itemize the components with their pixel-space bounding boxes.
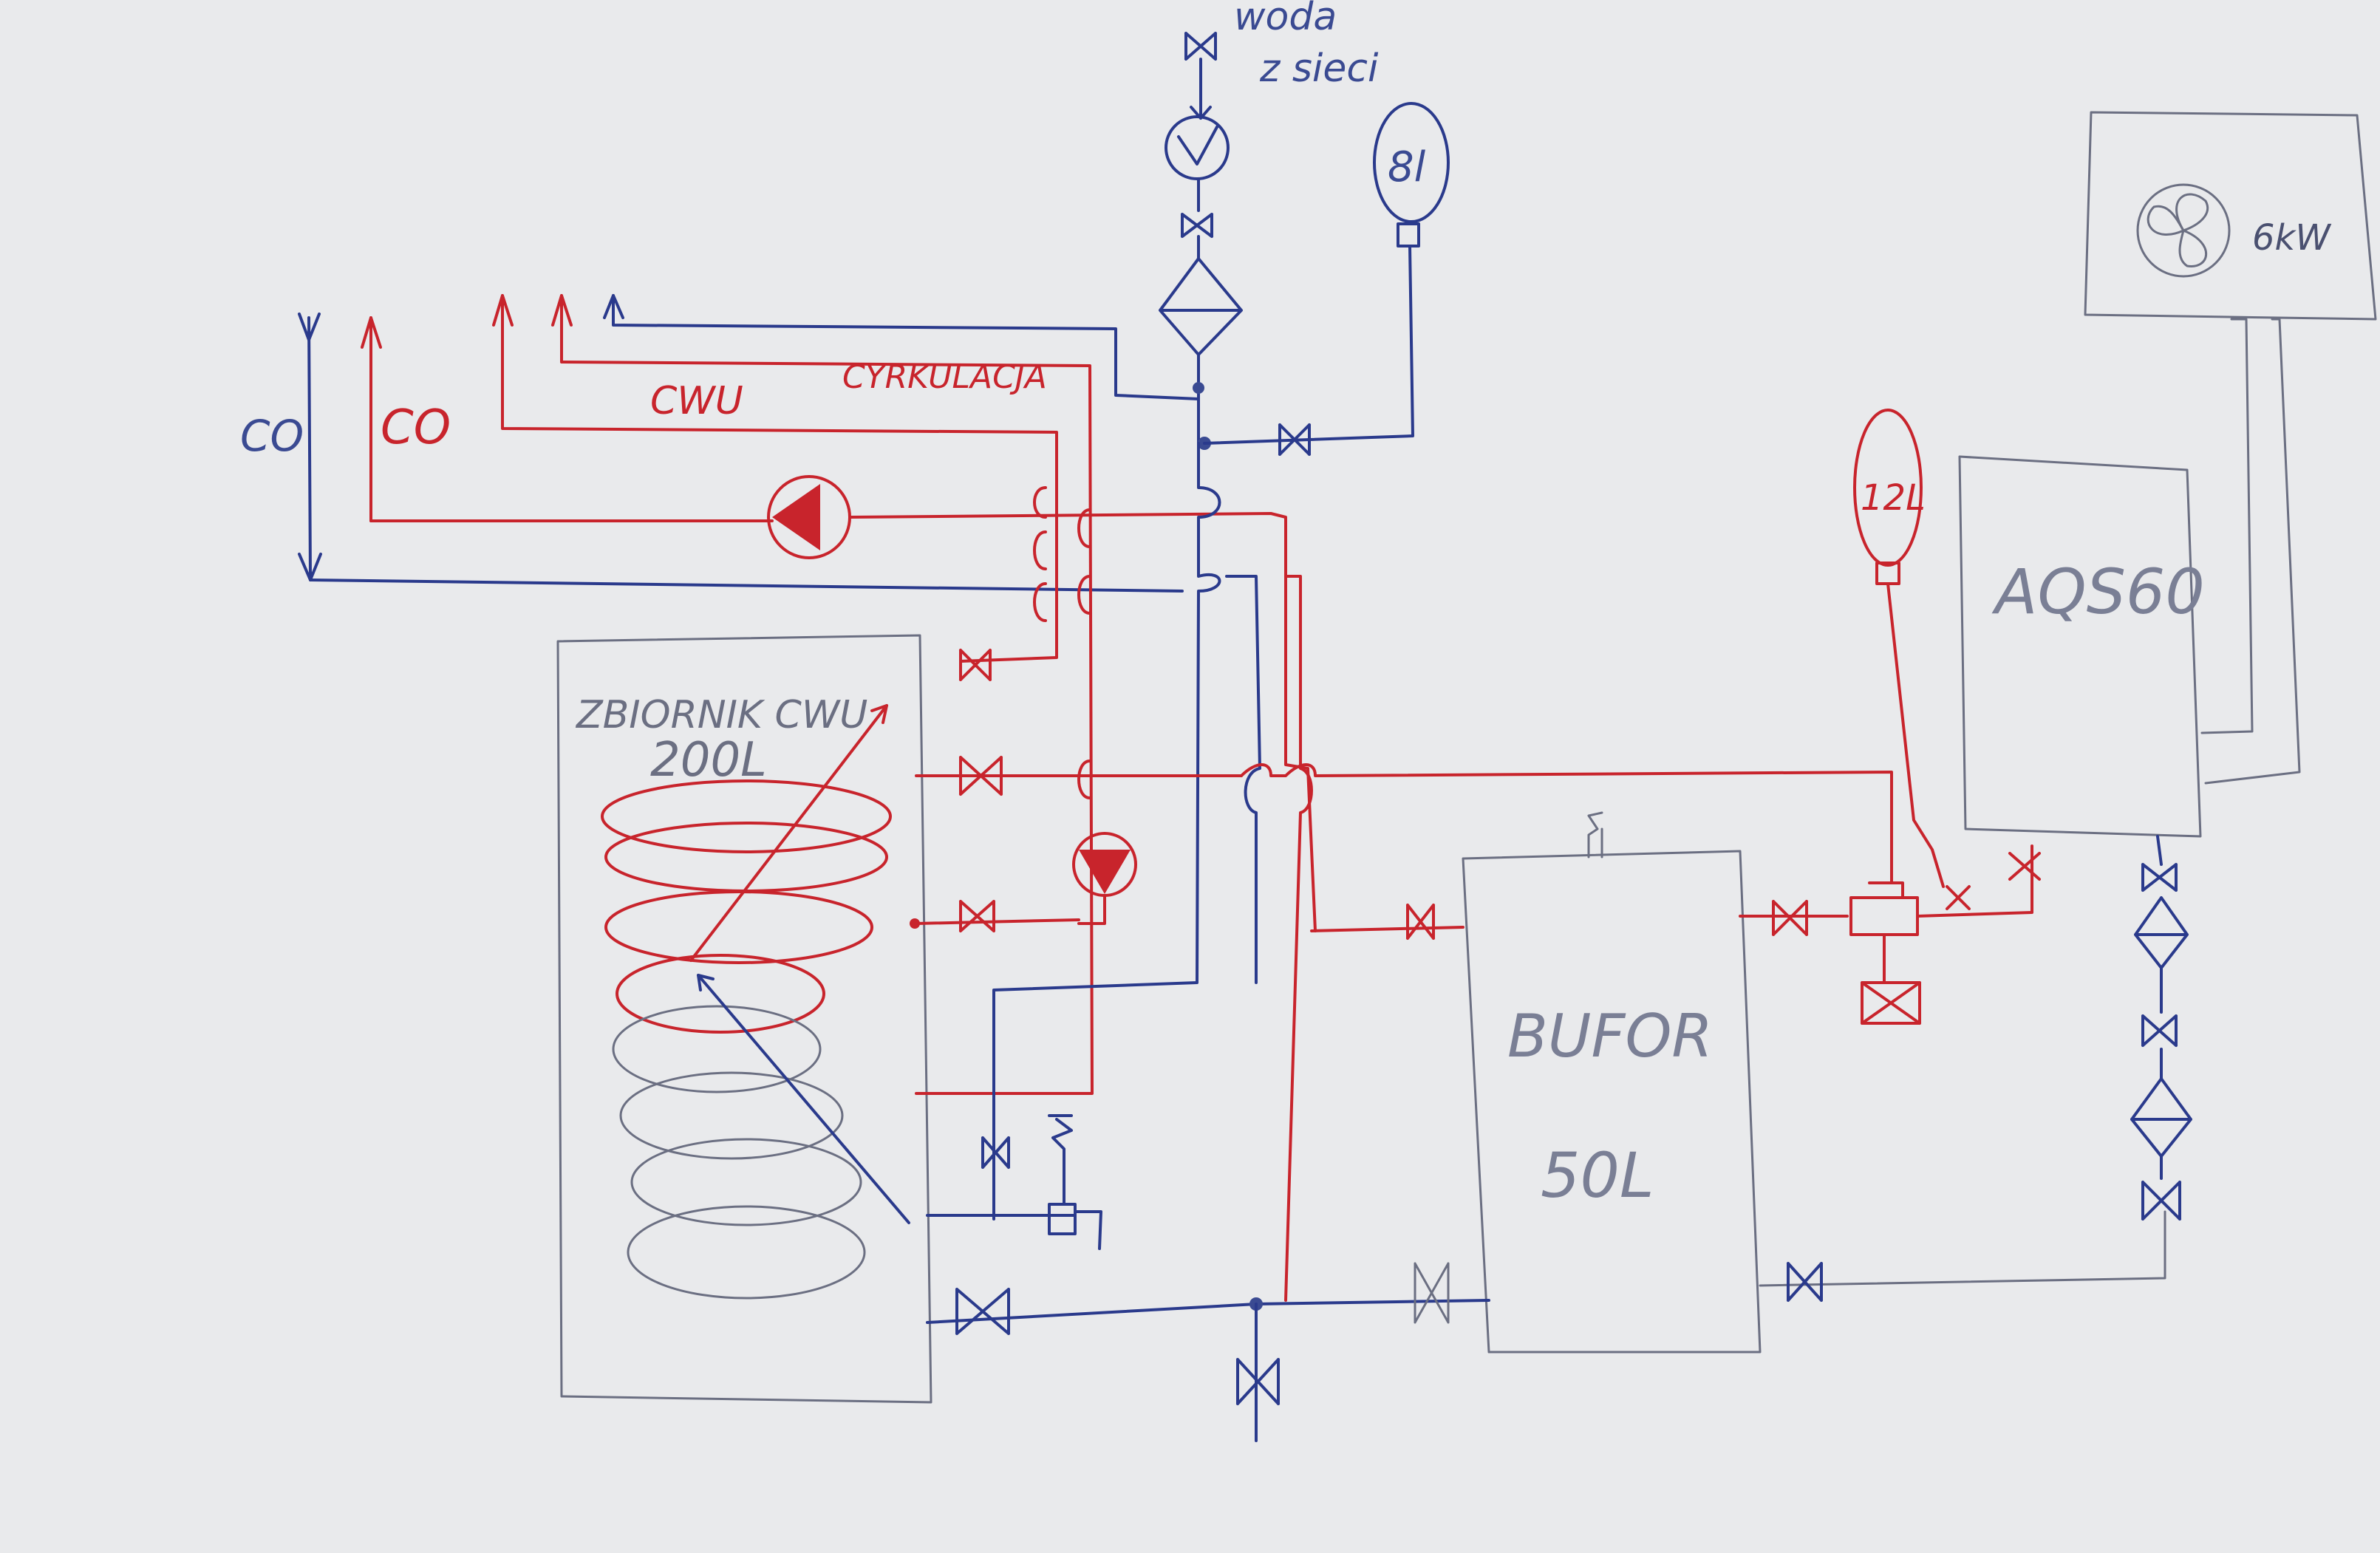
upper-coil-icon [601, 704, 892, 1034]
buffer-tank: BUFOR 50L [1462, 811, 1762, 1354]
water-supply-label-1: woda [1234, 0, 1337, 39]
buffer-capacity: 50L [1541, 1139, 1654, 1212]
vessel-8l-label: 8l [1388, 143, 1426, 191]
heat-pump-unit: AQS60 [1958, 455, 2205, 838]
water-supply-label-2: z sieci [1259, 47, 1379, 91]
valve-icon [955, 1288, 1010, 1335]
co-red-line: CO [361, 316, 1317, 932]
blue-return-lines [926, 1114, 2166, 1442]
valve-icon [2141, 863, 2178, 892]
filter-icon [2130, 1077, 2192, 1158]
cold-water-line [603, 294, 1200, 400]
cwu-label: CWU [650, 379, 743, 423]
valve-icon [959, 900, 995, 932]
inlet-valve-icon [1184, 32, 1217, 61]
outdoor-unit-power-label: 6kW [2252, 217, 2331, 259]
safety-valve-icon [1048, 1114, 1102, 1250]
check-valve-icon [1165, 115, 1230, 180]
expansion-vessel-12l: 12L [1853, 409, 1945, 888]
tank-title: ZBIORNIK CWU [575, 693, 867, 737]
circulation-line: CYRKULACJA [551, 294, 1094, 1095]
valve-icon [2141, 1181, 2181, 1221]
valve-icon [1406, 904, 1435, 940]
valve-icon [959, 756, 1003, 796]
fan-icon [2136, 183, 2231, 278]
lower-coil-icon [612, 974, 910, 1300]
heat-pump-model-label: AQS60 [1991, 556, 2205, 628]
filter-icon [1159, 257, 1243, 356]
co-label-red: CO [381, 400, 451, 455]
tank-capacity: 200L [650, 733, 767, 788]
valve-icon [1181, 213, 1213, 238]
pump-icon [767, 475, 851, 559]
heat-pump-return-line [2130, 835, 2192, 1221]
pipe-crossovers [992, 442, 1313, 1302]
valve-icon [959, 649, 992, 681]
valve-icon [1787, 1262, 1823, 1302]
mains-water-inlet: woda z sieci [1159, 0, 1379, 450]
red-heating-lines [915, 763, 2041, 1025]
circulation-pump-icon [1072, 832, 1137, 897]
valve-icon [981, 1136, 1010, 1169]
expansion-vessel-8l: 8l [1203, 102, 1450, 456]
vessel-12l-label: 12L [1861, 477, 1926, 519]
filter-icon [2134, 896, 2189, 969]
co-label-blue: CO [240, 411, 304, 461]
dhw-red-valves [910, 649, 1137, 932]
valve-icon [1772, 900, 1808, 936]
cwu-line: CWU [492, 294, 1058, 663]
dhw-tank: ZBIORNIK CWU 200L [556, 634, 932, 1404]
valve-icon [2141, 1014, 2178, 1047]
buffer-title: BUFOR [1507, 1002, 1713, 1071]
motor-box-icon [1861, 981, 1921, 1025]
valve-icon [1414, 1262, 1450, 1324]
circulation-label: CYRKULACJA [842, 358, 1047, 396]
three-way-valve-icon [1849, 881, 1919, 936]
outdoor-unit: 6kW [2084, 111, 2377, 785]
air-vent-icon [1587, 811, 1603, 859]
drain-valve-icon [1236, 1358, 1280, 1405]
valve-icon [1278, 423, 1311, 456]
